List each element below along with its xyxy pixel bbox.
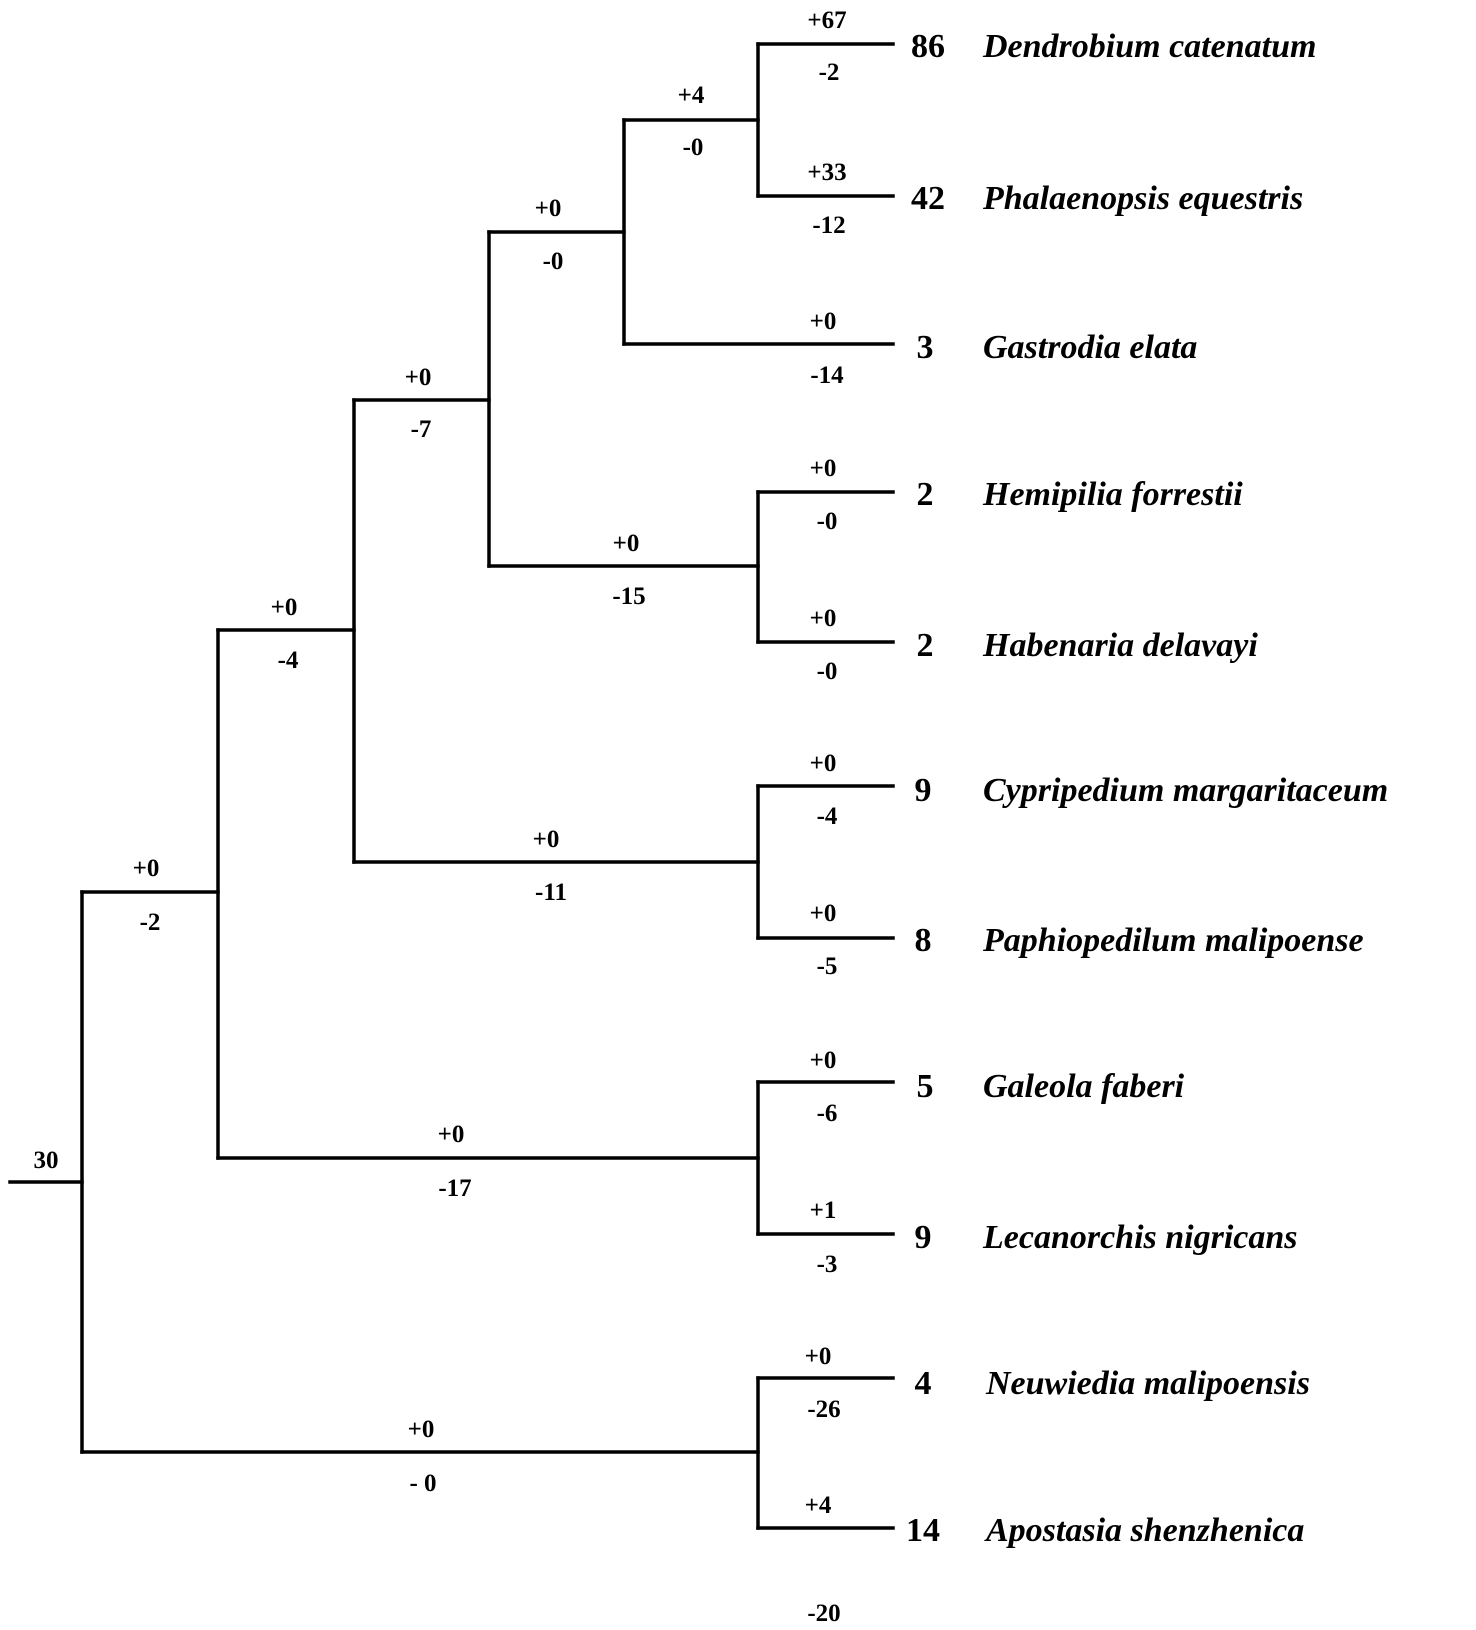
gain-label: +0 bbox=[810, 455, 837, 482]
taxon-count: 9 bbox=[915, 1219, 932, 1256]
loss-label: -12 bbox=[812, 212, 845, 239]
gain-label: +33 bbox=[807, 159, 846, 186]
loss-label: -11 bbox=[535, 879, 567, 906]
species-name: Phalaenopsis equestris bbox=[982, 180, 1303, 217]
species-name: Habenaria delavayi bbox=[982, 627, 1258, 664]
taxon-count: 8 bbox=[915, 922, 932, 959]
gain-label: +0 bbox=[810, 900, 837, 927]
loss-label: - 0 bbox=[409, 1470, 436, 1497]
loss-label: -6 bbox=[817, 1100, 838, 1127]
gain-label: +1 bbox=[810, 1197, 837, 1224]
loss-label: -0 bbox=[683, 134, 704, 161]
loss-label: -17 bbox=[438, 1175, 471, 1202]
taxon-count: 5 bbox=[917, 1068, 934, 1105]
species-name: Paphiopedilum malipoense bbox=[982, 922, 1364, 959]
loss-label: -26 bbox=[807, 1396, 840, 1423]
gain-label: +0 bbox=[271, 594, 298, 621]
gain-label: +4 bbox=[678, 82, 705, 109]
loss-label: -5 bbox=[817, 953, 838, 980]
species-name: Lecanorchis nigricans bbox=[982, 1219, 1298, 1256]
gain-label: +0 bbox=[810, 1047, 837, 1074]
taxon-count: 14 bbox=[906, 1512, 940, 1549]
gain-label: +0 bbox=[408, 1416, 435, 1443]
taxon-count: 4 bbox=[915, 1365, 932, 1402]
loss-label: -0 bbox=[817, 658, 838, 685]
species-name: Hemipilia forrestii bbox=[982, 476, 1243, 513]
gain-label: +0 bbox=[133, 855, 160, 882]
loss-label: -0 bbox=[817, 508, 838, 535]
loss-label: -3 bbox=[817, 1251, 838, 1278]
loss-label: -7 bbox=[411, 416, 432, 443]
species-name: Cypripedium margaritaceum bbox=[983, 772, 1388, 809]
species-name: Galeola faberi bbox=[983, 1068, 1185, 1105]
species-name: Neuwiedia malipoensis bbox=[985, 1365, 1310, 1402]
loss-label: -20 bbox=[807, 1600, 840, 1627]
taxon-count: 2 bbox=[917, 627, 934, 664]
gain-label: +0 bbox=[533, 826, 560, 853]
root-count: 30 bbox=[34, 1147, 59, 1174]
gain-label: +0 bbox=[613, 530, 640, 557]
loss-label: -2 bbox=[140, 909, 161, 936]
loss-label: -2 bbox=[819, 59, 840, 86]
gain-label: +0 bbox=[810, 605, 837, 632]
loss-label: -14 bbox=[810, 362, 844, 389]
internal-branch-labels: +4 -0 +0 -0 +0 -7 +0 -15 +0 -4 +0 -11 +0… bbox=[133, 82, 705, 1497]
gain-label: +0 bbox=[805, 1343, 832, 1370]
gain-label: +0 bbox=[535, 195, 562, 222]
loss-label: -0 bbox=[543, 248, 564, 275]
gain-label: +0 bbox=[810, 308, 837, 335]
taxon-count: 86 bbox=[911, 28, 945, 65]
gain-label: +67 bbox=[807, 7, 846, 34]
taxon-count: 42 bbox=[911, 180, 945, 217]
taxon-count: 3 bbox=[917, 329, 934, 366]
gain-label: +0 bbox=[810, 750, 837, 777]
species-name: Apostasia shenzhenica bbox=[984, 1512, 1304, 1549]
loss-label: -4 bbox=[817, 803, 838, 830]
tree-branches bbox=[8, 42, 895, 1530]
taxon-count: 2 bbox=[917, 476, 934, 513]
taxon-count: 9 bbox=[915, 772, 932, 809]
gain-label: +0 bbox=[405, 364, 432, 391]
species-name: Gastrodia elata bbox=[983, 329, 1197, 366]
species-name: Dendrobium catenatum bbox=[982, 28, 1316, 65]
taxa-labels: +67 -2 86 Dendrobium catenatum +33 -12 4… bbox=[805, 7, 1389, 1627]
gain-label: +0 bbox=[438, 1121, 465, 1148]
loss-label: -4 bbox=[278, 647, 299, 674]
gain-label: +4 bbox=[805, 1492, 832, 1519]
loss-label: -15 bbox=[612, 583, 645, 610]
